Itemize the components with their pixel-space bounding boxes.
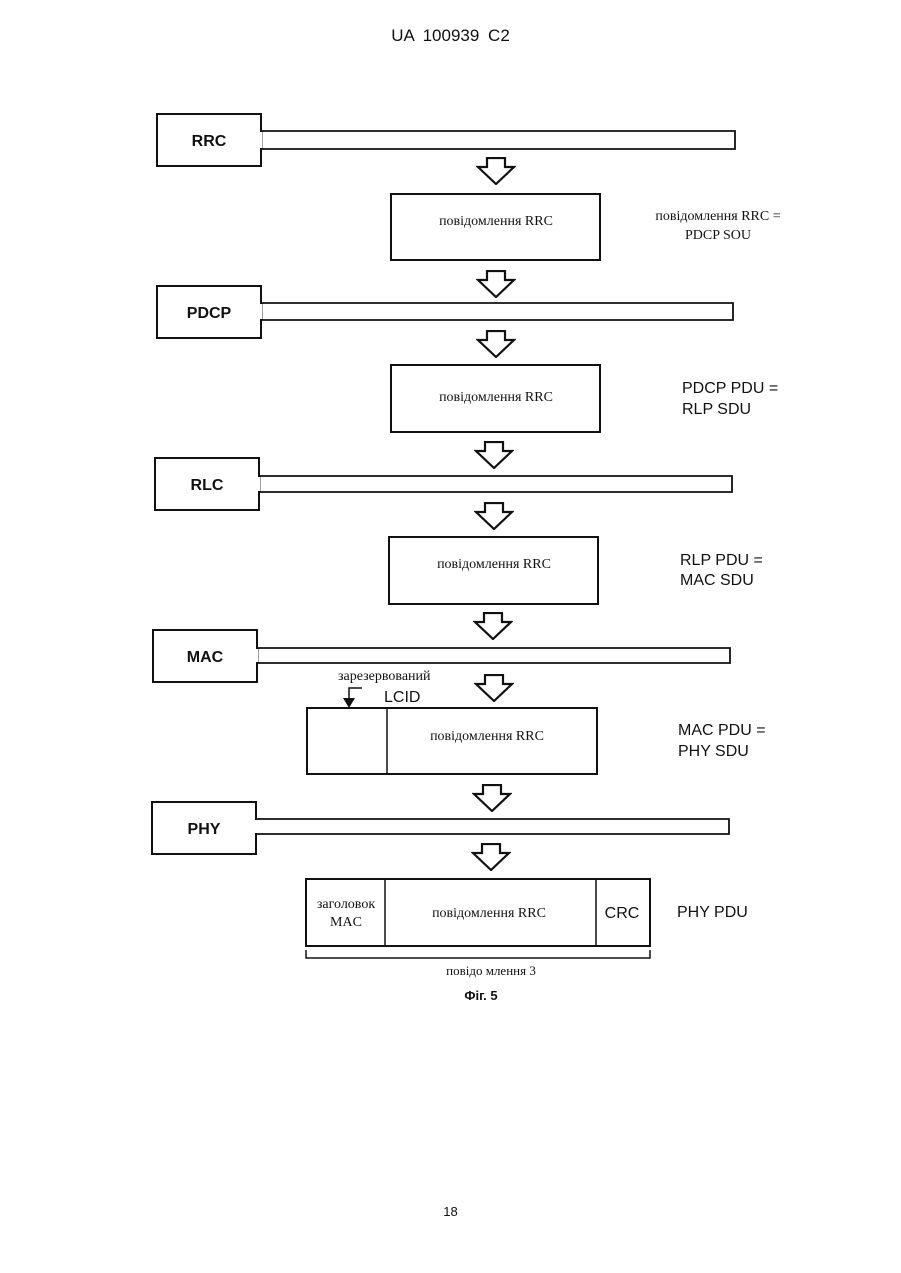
down-arrow-icon xyxy=(478,331,514,357)
layer-mac-label: MAC xyxy=(187,649,224,666)
payload-label: повідомлення RRC xyxy=(437,557,551,572)
crc-label: CRC xyxy=(605,905,640,922)
page-number: 18 xyxy=(0,1204,901,1219)
stage-description-line1: MAC PDU = xyxy=(678,722,766,739)
payload-label: повідомлення RRC xyxy=(439,390,553,405)
down-arrow-icon xyxy=(478,271,514,297)
payload-label: повідомлення RRC xyxy=(430,729,544,744)
layer-phy: PHY xyxy=(152,802,729,854)
stage-description-line2: PDCP SOU xyxy=(685,228,751,243)
stage-description-line1: повідомлення RRC = xyxy=(655,209,780,224)
layer-rrc-bar xyxy=(262,131,735,149)
stage-rrc-sdu: повідомлення RRC повідомлення RRC = PDCP… xyxy=(391,194,781,260)
mac-header-line1: заголовок xyxy=(317,897,375,912)
stage-description-line2: MAC SDU xyxy=(680,572,754,589)
stage-description-line1: PDCP PDU = xyxy=(682,380,778,397)
stage-phy-pdu: заголовок MAC повідомлення RRC CRC PHY P… xyxy=(306,879,748,946)
layer-pdcp-label: PDCP xyxy=(187,305,232,322)
reserved-pointer-line xyxy=(349,688,362,699)
layer-mac: MAC xyxy=(153,630,730,682)
down-arrow-icon xyxy=(476,675,512,701)
stage-description-line2: PHY SDU xyxy=(678,743,749,760)
layer-pdcp-bar xyxy=(262,303,733,320)
arrow-head-icon xyxy=(343,698,355,708)
stage-pdcp-pdu: повідомлення RRC PDCP PDU = RLP SDU xyxy=(391,365,778,432)
stage-mac-pdu: повідомлення RRC MAC PDU = PHY SDU xyxy=(307,708,766,774)
down-arrow-icon xyxy=(473,844,509,870)
layer-phy-label: PHY xyxy=(188,821,221,838)
payload-label: повідомлення RRC xyxy=(432,906,546,921)
layer-rrc-label: RRC xyxy=(192,133,227,150)
stage-description-line2: RLP SDU xyxy=(682,401,751,418)
layer-phy-bar xyxy=(256,819,729,834)
mac-header-line2: MAC xyxy=(330,915,362,930)
down-arrow-icon xyxy=(476,442,512,468)
layer-rrc: RRC xyxy=(157,114,735,166)
reserved-label: зарезервований xyxy=(338,669,431,684)
layer-pdcp: PDCP xyxy=(157,286,733,338)
layer-rlc: RLC xyxy=(155,458,732,510)
layer-rlc-bar xyxy=(260,476,732,492)
brace-label: повідо млення 3 xyxy=(446,963,536,978)
down-arrow-icon xyxy=(478,158,514,184)
stage-description-line1: RLP PDU = xyxy=(680,552,763,569)
layer-mac-bar xyxy=(258,648,730,663)
stage-rlp-pdu: повідомлення RRC RLP PDU = MAC SDU xyxy=(389,537,763,604)
down-arrow-icon xyxy=(474,785,510,811)
stage-description-line1: PHY PDU xyxy=(677,904,748,921)
layer-rlc-label: RLC xyxy=(191,477,224,494)
payload-label: повідомлення RRC xyxy=(439,214,553,229)
down-arrow-icon xyxy=(476,503,512,529)
mac-reserved-annotation: зарезервований LCID xyxy=(338,669,431,708)
figure-caption: Фіг. 5 xyxy=(464,988,497,1003)
message-brace xyxy=(306,950,650,958)
lcid-label: LCID xyxy=(384,689,420,706)
down-arrow-icon xyxy=(475,613,511,639)
